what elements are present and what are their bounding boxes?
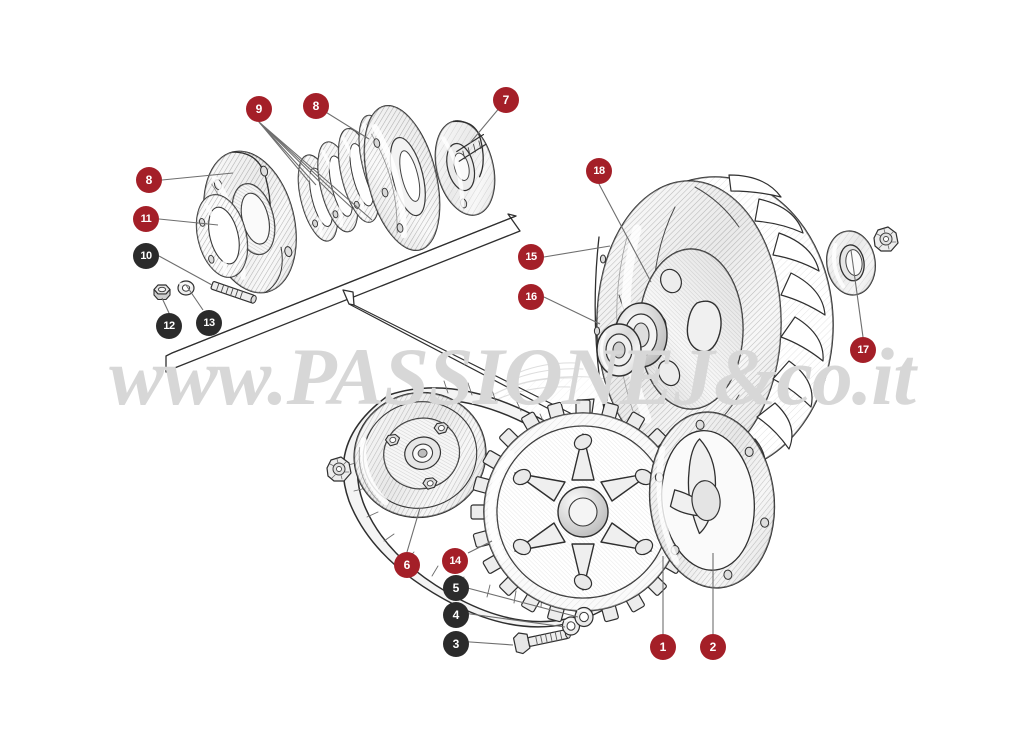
leader-line-15 [543, 245, 611, 258]
leader-line-16 [543, 296, 601, 325]
callout-6[interactable]: 6 [394, 552, 420, 578]
callout-8a[interactable]: 8 [303, 93, 329, 119]
callout-10[interactable]: 10 [133, 243, 159, 269]
leader-line-17 [850, 249, 864, 338]
leader-line-9-branch-3 [258, 121, 353, 209]
leader-line-18 [598, 183, 652, 283]
leader-line-6 [406, 507, 421, 553]
leader-line-11 [158, 218, 219, 226]
leader-line-9-branch-2 [258, 121, 335, 197]
callout-12[interactable]: 12 [156, 313, 182, 339]
leader-line-10 [158, 255, 213, 286]
callout-4[interactable]: 4 [443, 602, 469, 628]
callout-3[interactable]: 3 [443, 631, 469, 657]
leader-line-8 [161, 172, 234, 181]
leader-line-9-branch-1 [258, 121, 317, 186]
callout-18[interactable]: 18 [586, 158, 612, 184]
callout-13[interactable]: 13 [196, 310, 222, 336]
leader-line-12 [161, 297, 170, 314]
leader-line-4 [455, 611, 566, 628]
leader-line-14 [467, 540, 493, 554]
callout-11[interactable]: 11 [133, 206, 159, 232]
callout-1[interactable]: 1 [650, 634, 676, 660]
callout-8b[interactable]: 8 [136, 167, 162, 193]
callout-16[interactable]: 16 [518, 284, 544, 310]
leader-line-9-branch-4 [258, 121, 373, 221]
site-watermark: www.PASSIONEJ&co.it [109, 331, 916, 422]
callout-7[interactable]: 7 [493, 87, 519, 113]
callout-5[interactable]: 5 [443, 575, 469, 601]
callout-14[interactable]: 14 [442, 548, 468, 574]
callout-9[interactable]: 9 [246, 96, 272, 122]
callout-15[interactable]: 15 [518, 244, 544, 270]
callout-2[interactable]: 2 [700, 634, 726, 660]
leader-line-13 [185, 284, 204, 311]
leader-line-5 [455, 584, 579, 618]
callout-17[interactable]: 17 [850, 337, 876, 363]
